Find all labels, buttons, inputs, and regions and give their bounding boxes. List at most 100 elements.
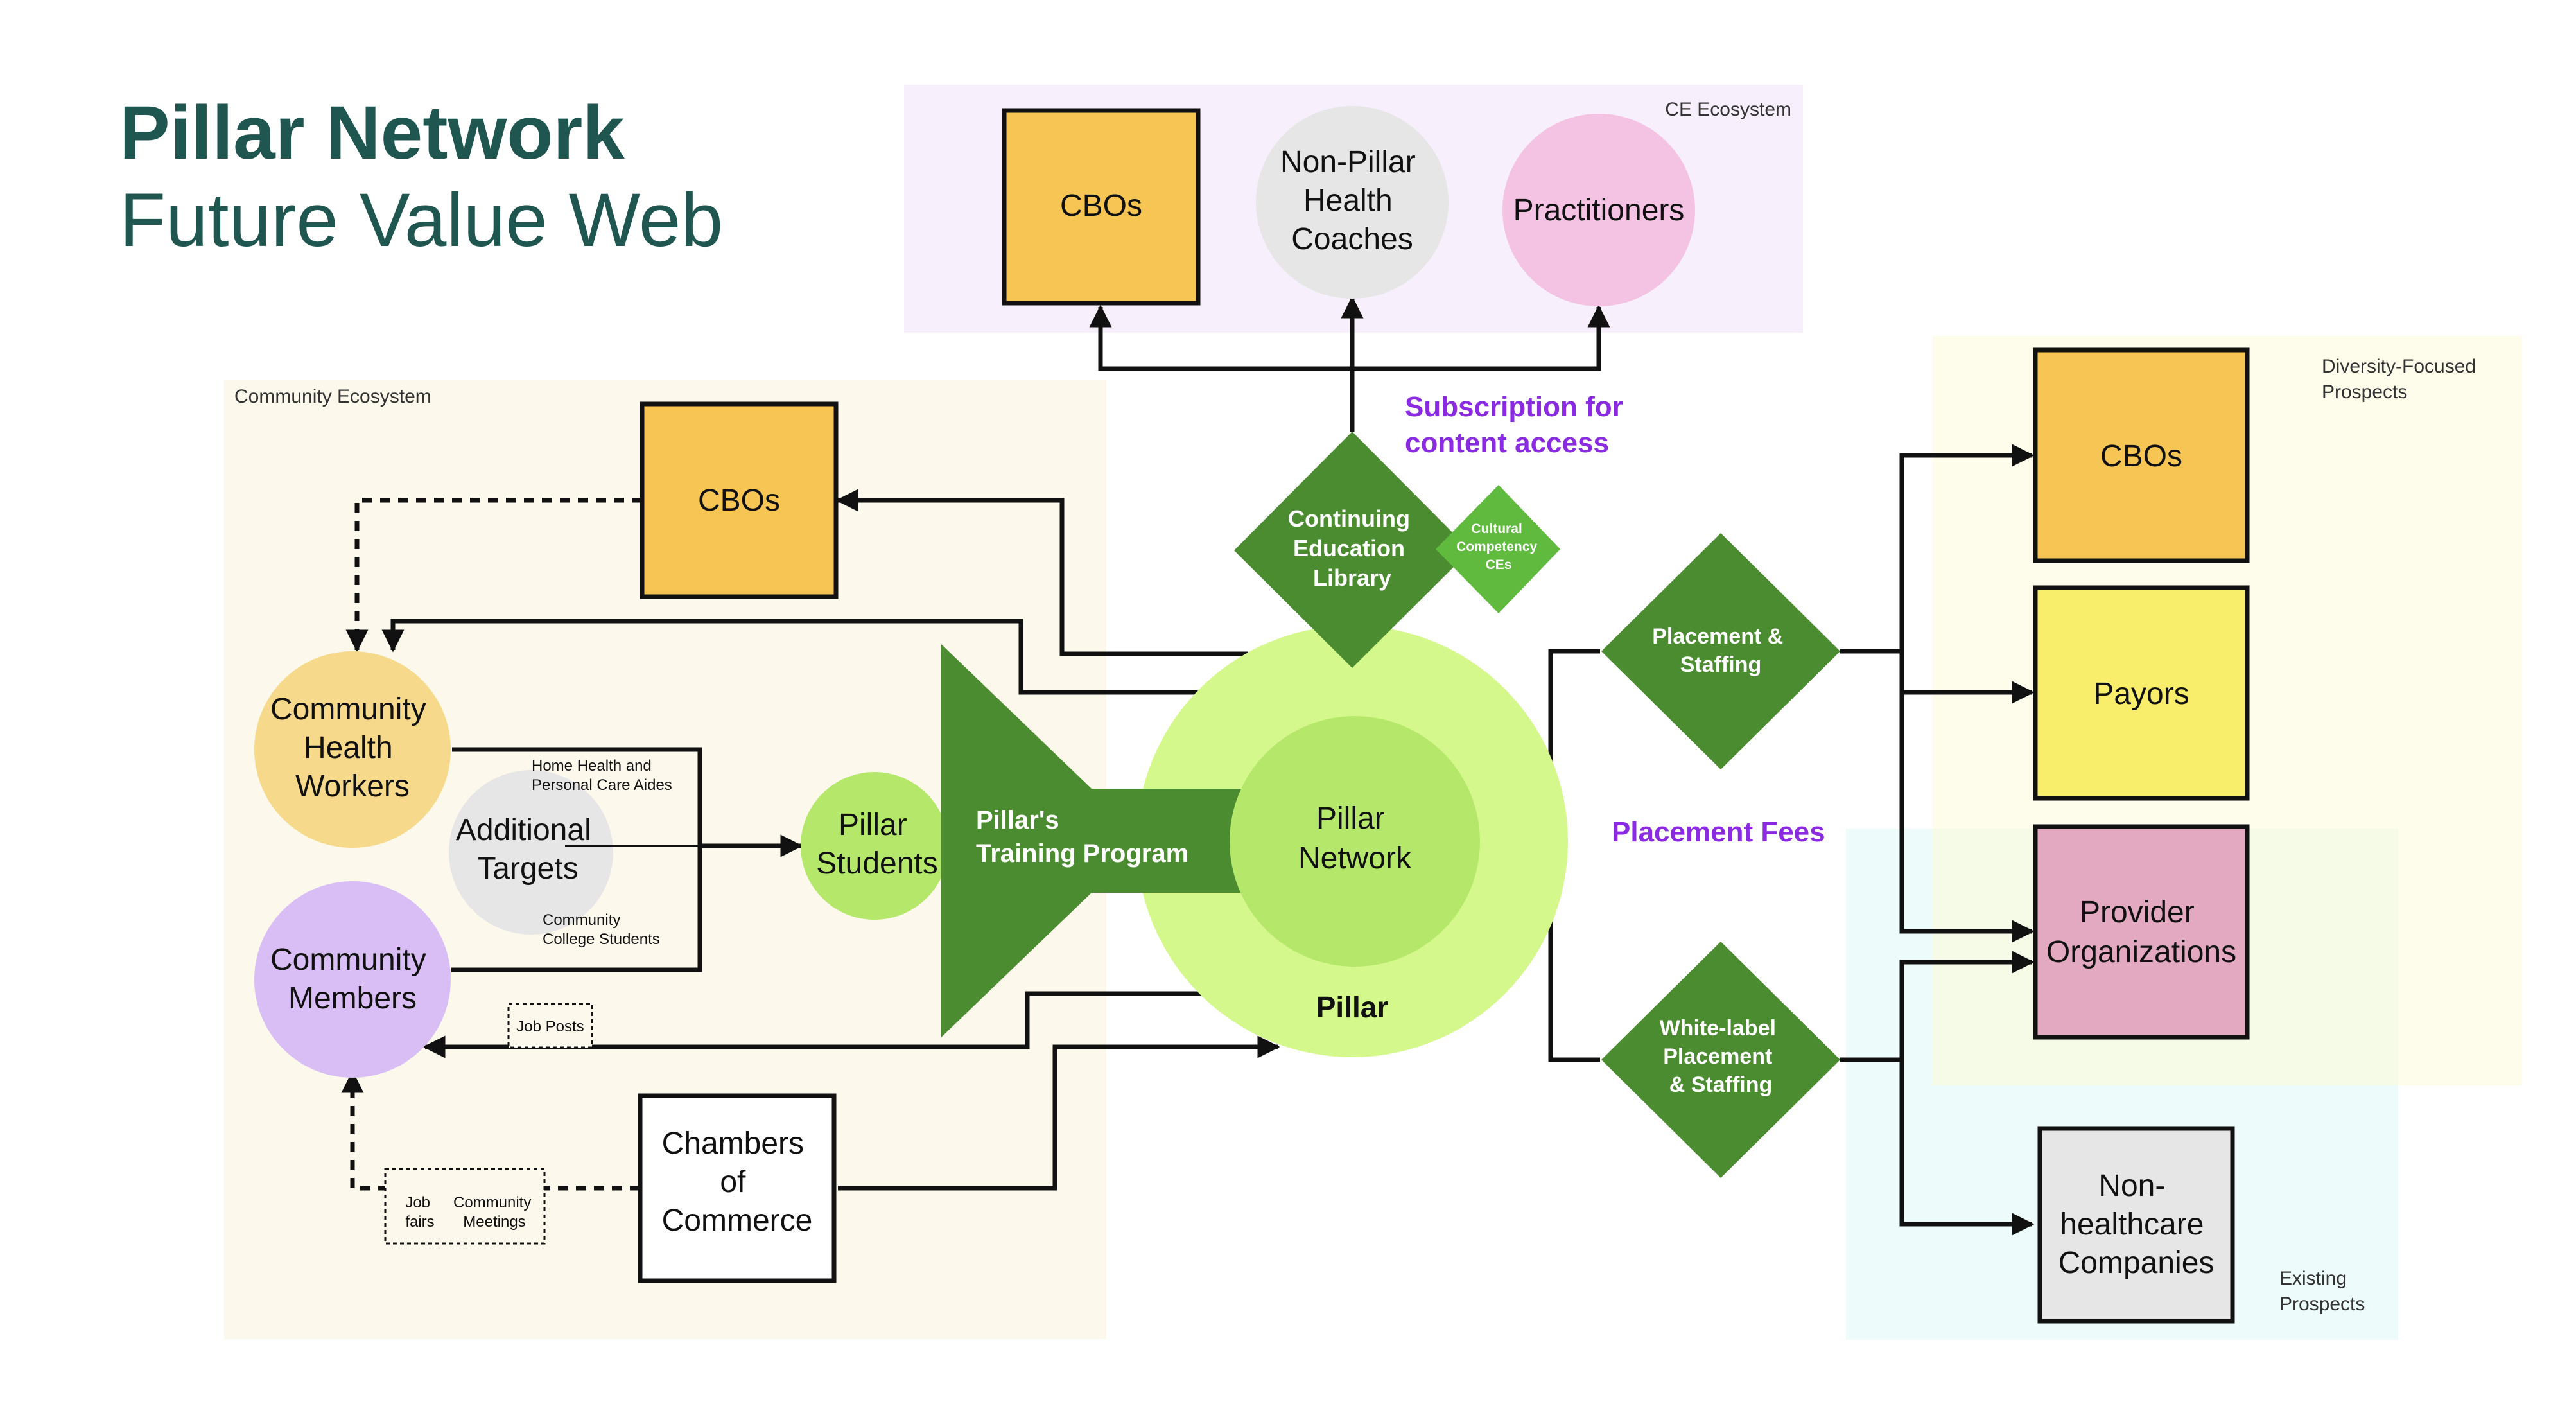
- payors-box: [2033, 585, 2250, 801]
- cultural-competency-label: Cultural Competency CEs: [1456, 522, 1541, 572]
- nonhealth-line-2: healthcare: [2060, 1207, 2204, 1242]
- placement-fees-label: Placement Fees: [1612, 816, 1825, 848]
- community-cbos-label: CBOs: [698, 484, 780, 518]
- placement-line-2: Staffing: [1680, 653, 1762, 677]
- chambers-line-1: Chambers: [662, 1127, 804, 1161]
- ce-library-line-2: Education: [1293, 535, 1405, 561]
- pillar-label: Pillar: [1316, 990, 1389, 1024]
- subscription-line-1: Subscription for: [1405, 391, 1623, 423]
- practitioners-label: Practitioners: [1513, 193, 1685, 227]
- placement-staffing-diamond: [1601, 533, 1840, 769]
- placement-to-cbos: [1840, 444, 2035, 654]
- white-label-label: White-label Placement & Staffing: [1660, 1016, 1782, 1097]
- job-fairs-label: Job fairs: [405, 1194, 434, 1231]
- placement-to-providers: [1899, 692, 2035, 943]
- ce-library-line-1: Continuing: [1288, 505, 1410, 532]
- additional-targets-circle: [449, 770, 613, 935]
- white-label-diamond: [1601, 942, 1840, 1178]
- members-line-2: Members: [288, 981, 417, 1015]
- provider-line-1: Provider: [2080, 895, 2195, 929]
- students-line-2: Students: [816, 847, 937, 881]
- page-subtitle: Future Value Web: [119, 177, 724, 263]
- subscription-label: Subscription for content access: [1405, 391, 1631, 459]
- connectors: [381, 295, 2035, 1236]
- non-pillar-coaches-label: Non-Pillar Health Coaches: [1280, 145, 1424, 256]
- job-posts-label: Job Posts: [516, 1018, 584, 1035]
- diversity-prospects-label: Diversity-Focused Prospects: [2322, 356, 2481, 403]
- non-pillar-line-2: Health: [1303, 184, 1393, 218]
- meetings-line-1: Community: [453, 1194, 531, 1211]
- ce-ecosystem-label: CE Ecosystem: [1665, 99, 1791, 120]
- page-title: Pillar Network: [119, 91, 625, 175]
- whitelabel-to-providers: [1840, 951, 2035, 1062]
- chw-line-3: Workers: [295, 769, 410, 803]
- existing-label-line-2: Prospects: [2279, 1294, 2365, 1315]
- training-line-2: Training Program: [976, 839, 1188, 868]
- nonhealth-line-3: Companies: [2058, 1246, 2215, 1280]
- community-health-workers-label: Community Health Workers: [270, 692, 435, 803]
- ce-library-diamond: [1234, 432, 1470, 668]
- chambers-line-3: Commerce: [662, 1204, 813, 1238]
- provider-line-2: Organizations: [2046, 935, 2236, 969]
- provider-organizations-box: [2033, 824, 2250, 1040]
- training-program-label: Pillar's Training Program: [976, 806, 1188, 868]
- ce-library-line-3: Library: [1313, 565, 1391, 591]
- cultural-competency-diamond: [1436, 485, 1560, 613]
- cultural-line-2: Competency: [1456, 540, 1537, 554]
- chw-to-students: [451, 747, 702, 972]
- community-ecosystem-label: Community Ecosystem: [234, 386, 431, 407]
- white-label-line-3: & Staffing: [1669, 1073, 1773, 1097]
- community-college-line-2: College Students: [543, 931, 660, 948]
- subscription-line-2: content access: [1405, 427, 1609, 459]
- cultural-line-1: Cultural: [1471, 522, 1522, 536]
- job-fairs-line-1: Job: [405, 1194, 430, 1211]
- ce-library-label: Continuing Education Library: [1288, 505, 1416, 591]
- community-college-note: Community College Students: [543, 911, 660, 948]
- prospect-cbos-box: [2033, 347, 2250, 563]
- community-meetings-label: Community Meetings: [453, 1194, 535, 1231]
- home-health-line-1: Home Health and: [532, 757, 652, 775]
- pillar-to-members: [422, 991, 1202, 1058]
- community-members-circle: [254, 881, 451, 1078]
- community-members-label: Community Members: [270, 943, 435, 1015]
- community-college-line-1: Community: [543, 911, 620, 929]
- diversity-label-line-2: Prospects: [2322, 382, 2407, 403]
- pillar-students-circle: [801, 772, 948, 920]
- training-line-1: Pillar's: [976, 806, 1059, 834]
- chambers-of-commerce-label: Chambers of Commerce: [662, 1127, 813, 1238]
- title-block: Pillar Network Future Value Web: [119, 90, 723, 264]
- white-label-line-2: Placement: [1663, 1044, 1772, 1069]
- payors-label: Payors: [2093, 677, 2189, 711]
- chambers-to-pillar: [838, 1035, 1280, 1191]
- nonhealth-line-1: Non-: [2098, 1169, 2165, 1203]
- non-pillar-line-1: Non-Pillar: [1280, 145, 1416, 179]
- pillar-network-circle: [1230, 716, 1480, 967]
- chw-to-pillar: [381, 619, 1202, 695]
- whitelabel-to-nonhealth: [1899, 1060, 2035, 1236]
- chw-line-1: Community: [270, 692, 426, 726]
- job-fairs-line-2: fairs: [405, 1213, 434, 1231]
- ce-cbos-box: [1002, 108, 1201, 306]
- pillar-network-line-2: Network: [1298, 841, 1412, 875]
- ce-cbos-label: CBOs: [1060, 189, 1142, 223]
- home-health-note: Home Health and Personal Care Aides: [532, 757, 672, 794]
- chw-line-2: Health: [304, 731, 393, 765]
- non-pillar-coaches-circle: [1256, 106, 1449, 299]
- training-program-funnel: [941, 644, 1258, 1037]
- white-label-line-1: White-label: [1660, 1016, 1776, 1040]
- cbos-to-chw: [345, 498, 642, 653]
- pillar-students-label: Pillar Students: [816, 808, 937, 881]
- non-pillar-line-3: Coaches: [1291, 222, 1413, 256]
- additional-targets-label: Additional Targets: [456, 813, 600, 886]
- pillar-network-line-1: Pillar: [1316, 802, 1385, 836]
- members-line-1: Community: [270, 943, 426, 977]
- chambers-line-2: of: [720, 1165, 746, 1199]
- diversity-label-line-1: Diversity-Focused: [2322, 356, 2476, 377]
- ce-trunk: [1089, 304, 1355, 432]
- job-fairs-meetings-tag: [384, 1168, 546, 1245]
- job-posts-tag: [507, 1003, 593, 1049]
- targets-line-1: Additional: [456, 813, 591, 847]
- non-healthcare-companies-box: [2037, 1126, 2235, 1324]
